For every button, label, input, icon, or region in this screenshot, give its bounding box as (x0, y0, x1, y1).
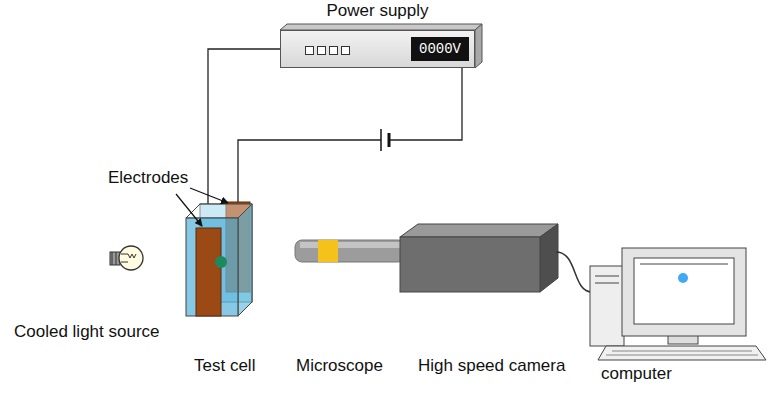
panel-button (305, 46, 314, 55)
component-label: High speed camera (418, 356, 565, 376)
battery-symbol (380, 129, 382, 151)
component-label: Microscope (296, 356, 383, 376)
wire (389, 68, 462, 140)
keyboard (598, 346, 766, 360)
bulb-thread (116, 252, 117, 265)
test-cell-side (238, 204, 252, 316)
device-name: Power supply (241, 2, 514, 20)
wire (238, 140, 381, 203)
panel-button (329, 46, 338, 55)
monitor-screen (634, 258, 734, 324)
bulb-thread (112, 252, 113, 265)
computer-tower (590, 266, 624, 346)
supply-side-face (475, 24, 482, 68)
bubble (215, 256, 227, 268)
camera-body (400, 237, 540, 292)
component-label: Cooled light source (14, 322, 160, 342)
electrode (196, 228, 221, 316)
camera-side (540, 224, 558, 292)
leader-line (190, 188, 228, 203)
part-label: Electrodes (108, 168, 188, 188)
power-supply-box: Power supply0000V (280, 30, 475, 68)
key-row (606, 355, 758, 356)
bulb-glass (119, 246, 143, 270)
microscope-tube (295, 240, 405, 262)
camera-top (400, 224, 558, 237)
leader-line (176, 194, 202, 226)
microscope-band (318, 240, 338, 262)
panel-button (341, 46, 350, 55)
bulb-filament (121, 254, 136, 262)
microscope-highlight (300, 242, 400, 248)
component-label: Test cell (194, 356, 255, 376)
window-bar (640, 264, 728, 265)
test-cell-water (186, 218, 238, 316)
battery-symbol (388, 133, 391, 147)
key-row (612, 351, 752, 352)
panel-button (317, 46, 326, 55)
camera-cable (556, 252, 592, 292)
monitor (622, 248, 746, 336)
component-label: computer (601, 364, 672, 384)
bubble-image (678, 273, 688, 283)
drive-slot (595, 276, 619, 277)
voltage-display: 0000V (411, 37, 469, 61)
wire (208, 49, 280, 228)
drive-slot (595, 283, 619, 284)
